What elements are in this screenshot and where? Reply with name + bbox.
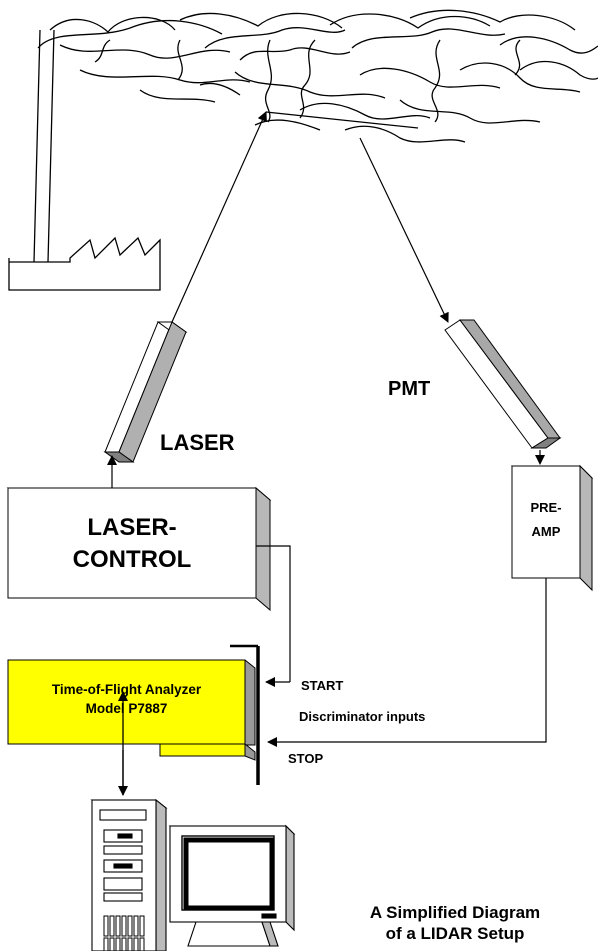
analyzer-label: Time-of-Flight Analyzer Model P7887 — [8, 680, 245, 718]
pmt-label: PMT — [388, 378, 431, 400]
preamp-label-line-1: PRE- — [530, 500, 562, 515]
cloud-icon — [37, 9, 598, 143]
computer-tower-icon — [90, 798, 168, 951]
caption: A Simplified Diagram of a LIDAR Setup — [340, 902, 570, 944]
laser-control-label-line-1: LASER- — [87, 514, 177, 541]
analyzer-label-line-1: Time-of-Flight Analyzer — [51, 682, 202, 697]
return-signal-arrow — [359, 137, 449, 323]
discriminator-label: Discriminator inputs — [299, 709, 426, 724]
stop-label: STOP — [288, 751, 324, 766]
preamp-label: PRE- AMP — [512, 496, 580, 544]
laser-label: LASER — [160, 430, 235, 455]
preamp-box — [510, 464, 594, 592]
pmt-tube — [444, 319, 562, 449]
start-signal-line — [256, 545, 291, 682]
analyzer-label-line-2: Model P7887 — [85, 701, 168, 716]
laser-control-box — [6, 486, 272, 612]
factory-icon — [8, 29, 161, 291]
laser-tube — [103, 321, 188, 463]
preamp-label-line-2: AMP — [531, 524, 561, 539]
laser-control-label-line-2: CONTROL — [72, 546, 192, 573]
laser-beam-arrow — [171, 111, 267, 323]
backscatter-line — [265, 111, 419, 129]
start-label: START — [301, 678, 344, 693]
caption-line-2: of a LIDAR Setup — [385, 924, 525, 943]
monitor-icon — [168, 824, 296, 947]
stop-signal-line — [267, 578, 547, 747]
caption-line-1: A Simplified Diagram — [369, 903, 541, 922]
laser-control-label: LASER- CONTROL — [8, 512, 256, 576]
analyzer-board — [7, 644, 260, 785]
